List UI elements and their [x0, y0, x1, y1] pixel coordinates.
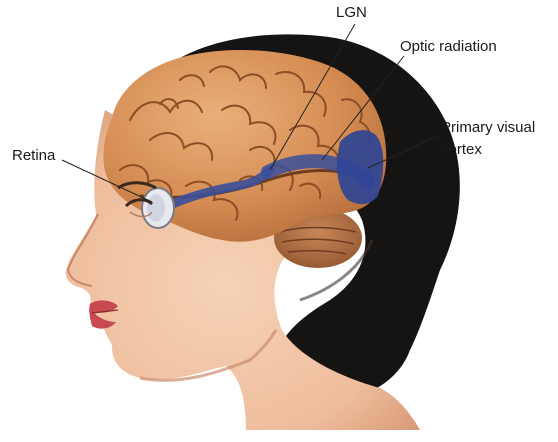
label-primary-visual-cortex-line2: cortex — [441, 140, 482, 159]
label-retina: Retina — [12, 146, 55, 165]
label-lgn: LGN — [336, 3, 367, 22]
eye-inner — [147, 194, 165, 222]
primary-visual-cortex — [337, 130, 383, 204]
label-optic-radiation: Optic radiation — [400, 37, 497, 56]
label-primary-visual-cortex-line1: Primary visual — [441, 118, 535, 137]
